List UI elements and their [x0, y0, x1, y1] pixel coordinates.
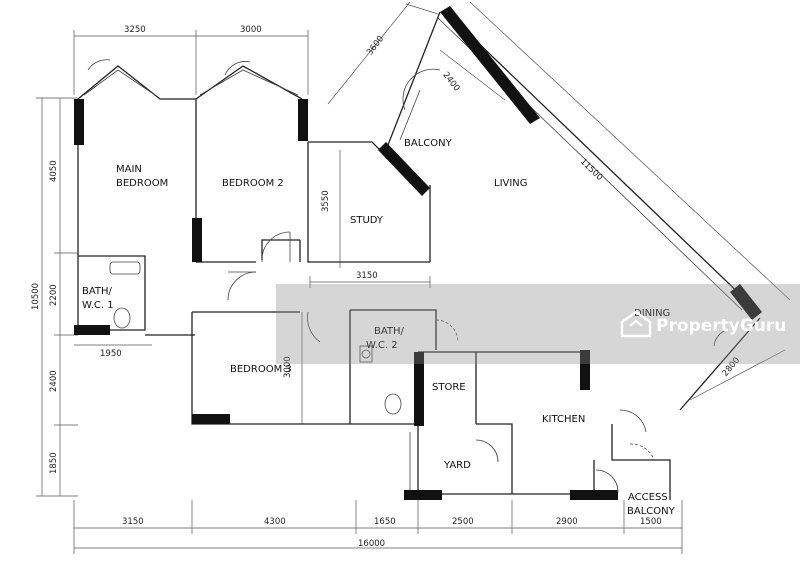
- label-kitchen: KITCHEN: [542, 414, 585, 425]
- label-living: LIVING: [494, 178, 528, 189]
- dim-left-total: 10500: [31, 283, 41, 310]
- walls: [77, 9, 761, 500]
- dim-left-1: 4050: [49, 160, 59, 182]
- structural-columns: [74, 6, 762, 500]
- label-main-bedroom-1: MAIN: [116, 164, 142, 175]
- label-balcony: BALCONY: [404, 138, 453, 149]
- label-access-balcony-2: BALCONY: [627, 506, 676, 517]
- dim-top-2: 3000: [240, 25, 262, 35]
- dim-left-3: 2400: [49, 370, 59, 392]
- dim-bottom-2: 4300: [264, 517, 286, 527]
- label-bath1-2: W.C. 1: [82, 300, 114, 311]
- toilet-bath2: [384, 393, 402, 415]
- dim-bath1-width: 1950: [100, 349, 122, 359]
- dim-study-width: 3150: [356, 271, 378, 281]
- dim-bottom-5: 2900: [556, 517, 578, 527]
- dim-top-1: 3250: [124, 25, 146, 35]
- dim-balcony-inner: 2400: [440, 70, 461, 93]
- toilet-bath1: [113, 307, 131, 329]
- doors: [87, 59, 727, 493]
- room-labels: MAIN BEDROOM BEDROOM 2 STUDY BALCONY LIV…: [82, 138, 676, 517]
- basin-bath2: [361, 349, 371, 359]
- dim-bottom-1: 3150: [122, 517, 144, 527]
- label-bedroom-3: BEDROOM 3: [230, 364, 292, 375]
- label-dining: DINING: [634, 308, 670, 319]
- dimension-lines: [36, 1, 791, 554]
- watermark-band: [276, 284, 800, 364]
- watermark: PropertyGuru: [276, 284, 800, 364]
- dim-bedroom3-height: 3000: [283, 356, 293, 378]
- label-yard: YARD: [443, 460, 471, 471]
- dim-bottom-4: 2500: [452, 517, 474, 527]
- dim-bottom-total: 16000: [358, 539, 385, 549]
- fixtures: [113, 307, 402, 415]
- label-bath2-1: BATH/: [374, 326, 405, 337]
- dim-study-height: 3550: [321, 190, 331, 212]
- watermark-text: PropertyGuru: [656, 316, 786, 336]
- dim-bottom-6: 1500: [640, 517, 662, 527]
- label-main-bedroom-2: BEDROOM: [116, 178, 168, 189]
- dim-left-4: 1850: [49, 452, 59, 474]
- label-bedroom-2: BEDROOM 2: [222, 178, 284, 189]
- dim-balcony-depth: 3600: [365, 34, 386, 57]
- dim-left-2: 2200: [49, 284, 59, 306]
- label-store: STORE: [432, 382, 466, 393]
- label-bath1-1: BATH/: [82, 286, 113, 297]
- label-access-balcony-1: ACCESS: [628, 492, 668, 503]
- label-bath2-2: W.C. 2: [366, 340, 398, 351]
- dim-bottom-3: 1650: [374, 517, 396, 527]
- label-study: STUDY: [350, 215, 384, 226]
- propertyguru-logo-icon: [620, 310, 652, 338]
